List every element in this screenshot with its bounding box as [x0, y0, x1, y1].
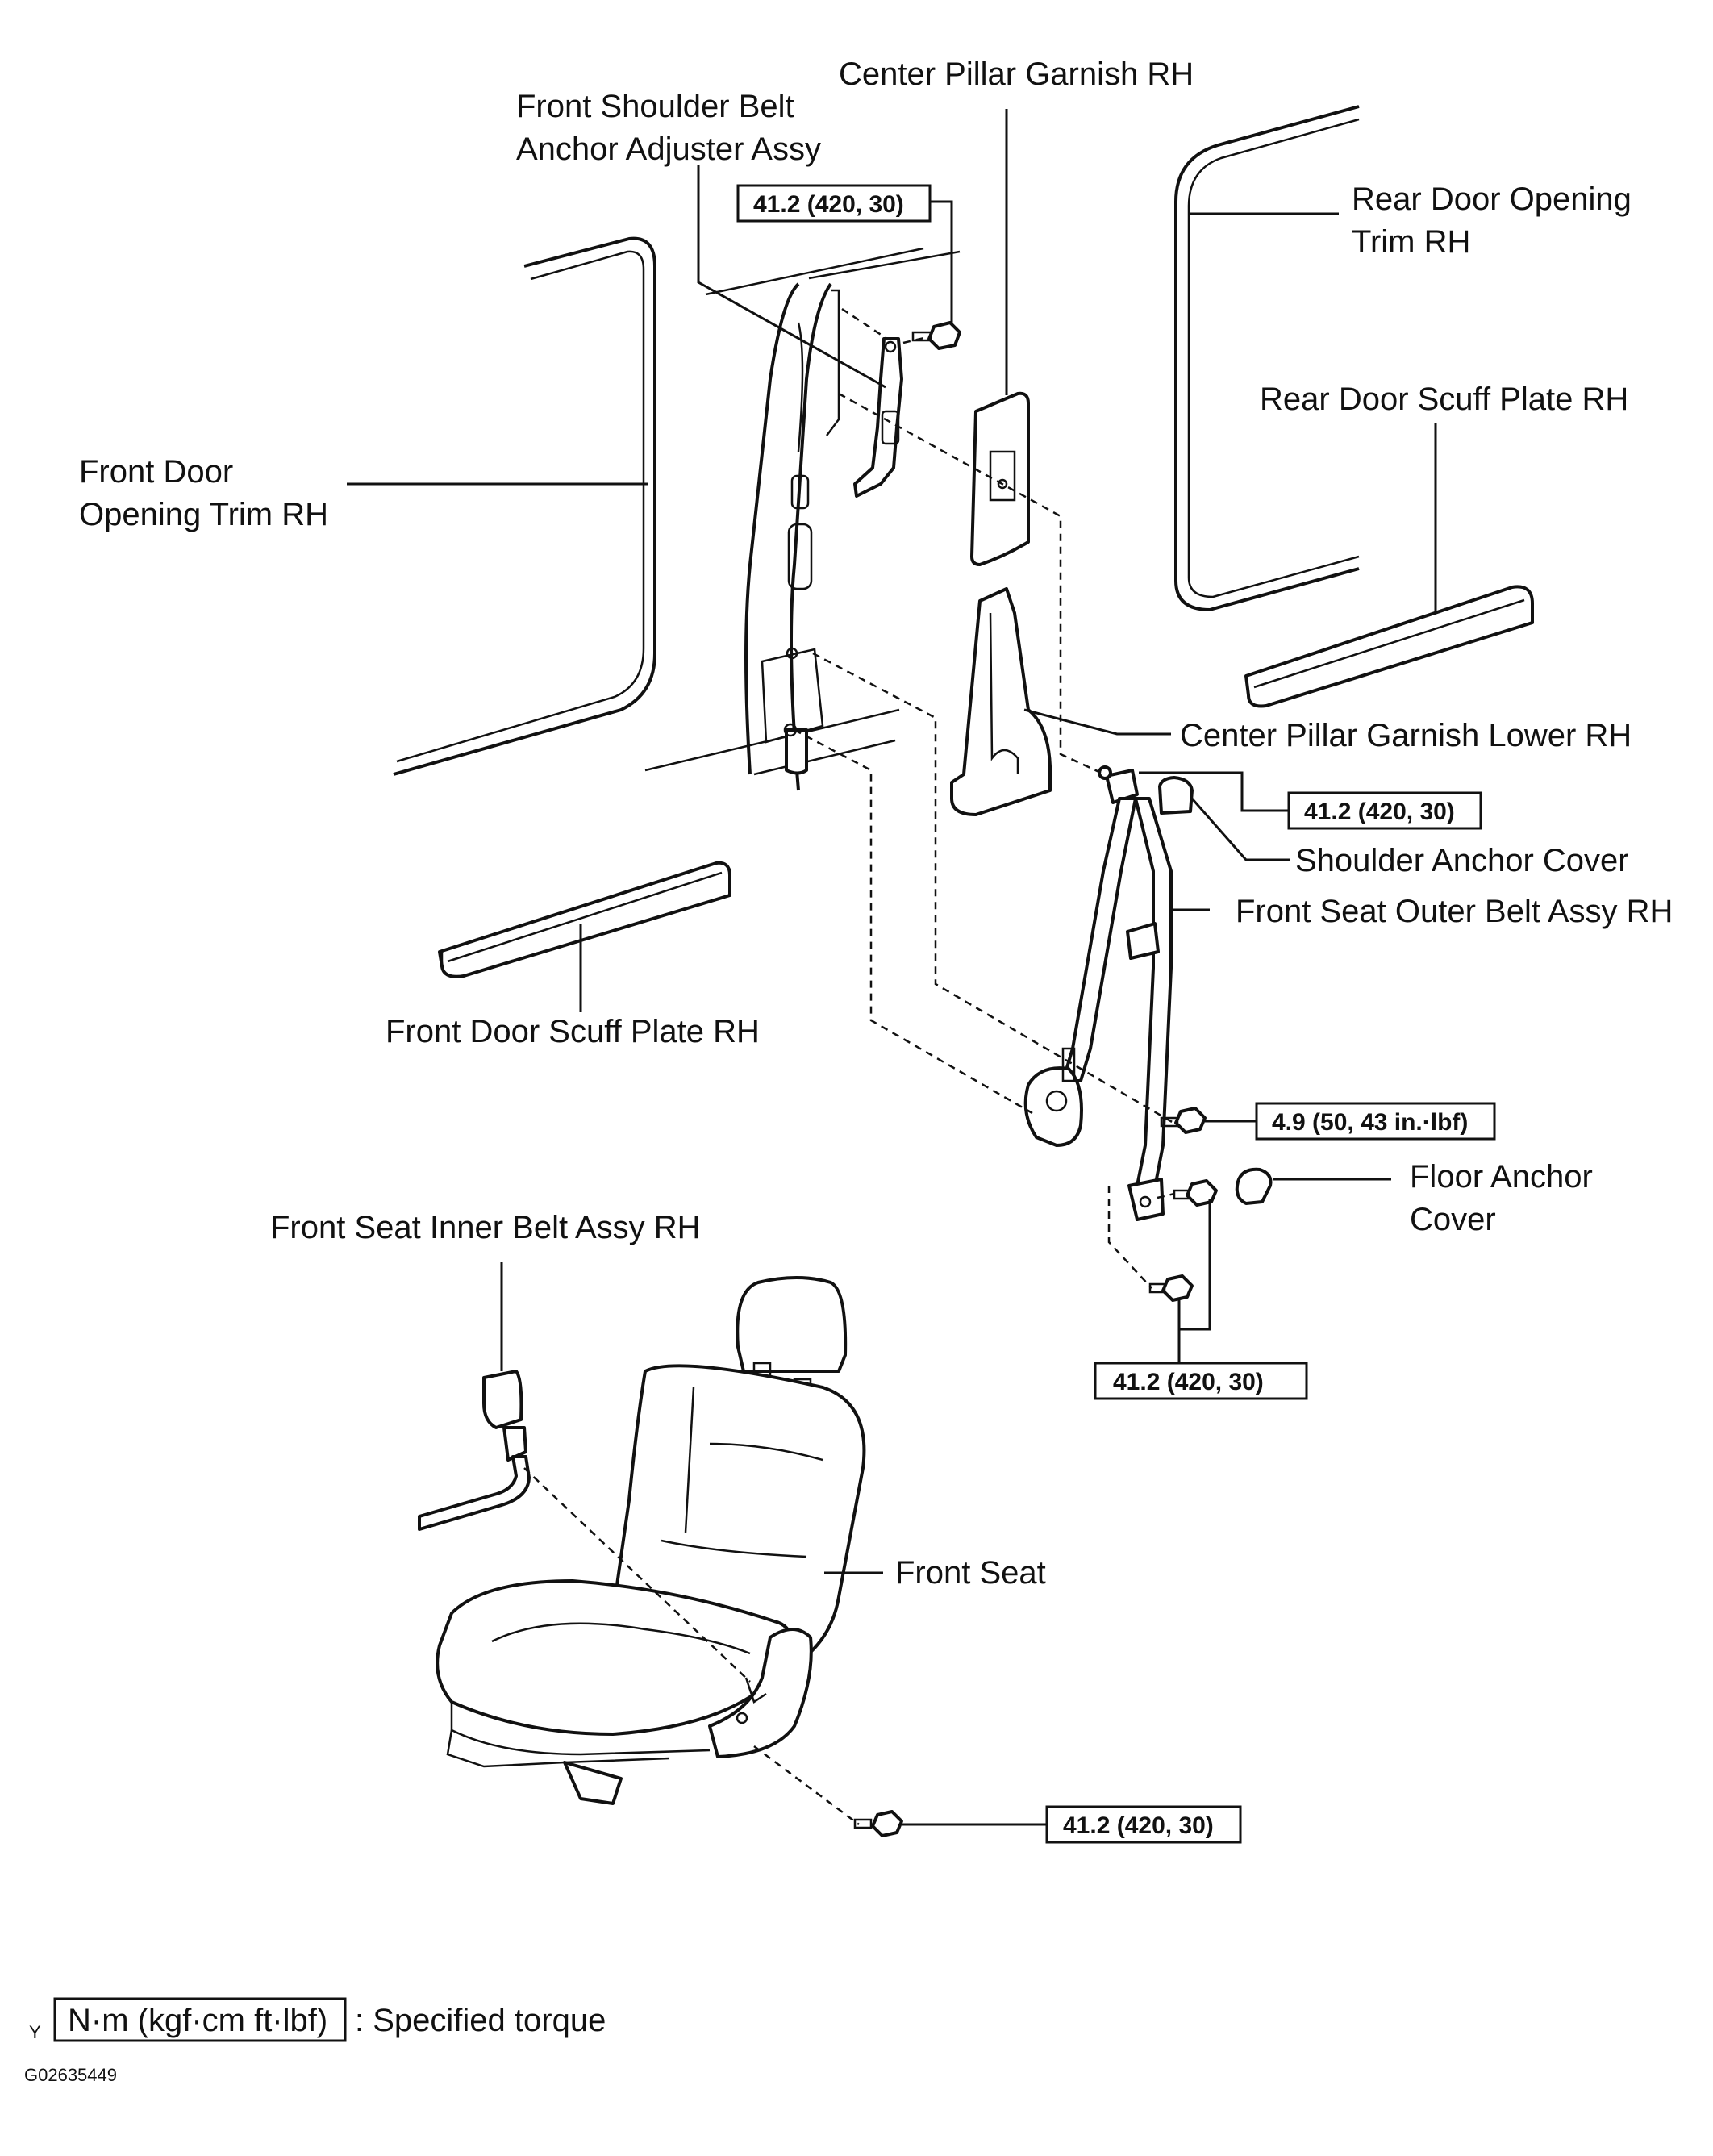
center-pillar-garnish-drawing: [970, 391, 1030, 566]
front-seat-outer-belt-drawing: [1023, 769, 1173, 1221]
label-front-seat-outer-belt: Front Seat Outer Belt Assy RH: [1236, 894, 1673, 929]
label-floor-anchor-cover-line1: Floor Anchor: [1410, 1159, 1593, 1195]
torque-value-adjuster: 41.2 (420, 30): [753, 191, 904, 218]
label-floor-anchor-cover-line2: Cover: [1410, 1202, 1496, 1237]
assembly-dashed-lines: [523, 307, 1175, 1826]
label-rear-door-scuff-plate: Rear Door Scuff Plate RH: [1260, 382, 1628, 417]
legend-description: : Specified torque: [355, 2003, 606, 2038]
label-front-seat: Front Seat: [895, 1555, 1046, 1591]
front-door-scuff-plate-drawing: [438, 861, 731, 978]
rear-door-scuff-plate-drawing: [1244, 585, 1534, 708]
label-center-pillar-garnish-lower: Center Pillar Garnish Lower RH: [1180, 718, 1632, 753]
figure-code: G02635449: [24, 2065, 117, 2085]
label-shoulder-anchor-cover: Shoulder Anchor Cover: [1295, 843, 1629, 878]
legend-marker: Y: [29, 2022, 41, 2042]
floor-anchor-cover-drawing: [1235, 1167, 1273, 1205]
label-rear-door-opening-line1: Rear Door Opening: [1352, 181, 1632, 217]
torque-spec-retractor: 4.9 (50, 43 in.·lbf): [1255, 1102, 1496, 1141]
label-front-shoulder-belt-line1: Front Shoulder Belt: [516, 89, 794, 124]
label-center-pillar-garnish: Center Pillar Garnish RH: [839, 56, 1194, 92]
torque-legend: Y N·m (kgf·cm ft·lbf) : Specified torque: [29, 1997, 606, 2042]
bolt-adjuster-drawing: [911, 321, 961, 350]
bolt-seat-drawing: [853, 1810, 903, 1837]
label-rear-door-opening-line2: Trim RH: [1352, 224, 1470, 260]
torque-value-seat: 41.2 (420, 30): [1063, 1812, 1214, 1839]
front-seat-drawing: [436, 1276, 866, 1805]
label-front-seat-inner-belt: Front Seat Inner Belt Assy RH: [270, 1210, 701, 1245]
leader-lines: [347, 109, 1437, 1826]
label-front-door-scuff-plate: Front Door Scuff Plate RH: [386, 1014, 760, 1049]
body-center-pillar-drawing: [644, 247, 961, 791]
shoulder-belt-adjuster-drawing: [853, 337, 903, 498]
label-front-shoulder-belt-line2: Anchor Adjuster Assy: [516, 131, 821, 167]
front-door-opening-trim-drawing: [393, 236, 656, 776]
bolt-shoulder-anchor-drawing: [1098, 765, 1112, 780]
shoulder-anchor-cover-drawing: [1158, 776, 1194, 815]
label-front-door-opening-line2: Opening Trim RH: [79, 497, 328, 532]
center-pillar-garnish-lower-drawing: [950, 587, 1052, 816]
torque-spec-shoulder-anchor: 41.2 (420, 30): [1287, 791, 1482, 830]
front-seat-inner-belt-drawing: [418, 1370, 531, 1531]
bolt-floor-anchor-2-drawing: [1148, 1274, 1194, 1302]
torque-spec-seat: 41.2 (420, 30): [1045, 1805, 1242, 1844]
bolt-retractor-drawing: [1160, 1107, 1207, 1134]
torque-value-floor-anchor: 41.2 (420, 30): [1113, 1369, 1264, 1395]
label-front-door-opening-line1: Front Door: [79, 454, 233, 490]
torque-value-shoulder-anchor: 41.2 (420, 30): [1304, 799, 1455, 825]
torque-spec-floor-anchor: 41.2 (420, 30): [1094, 1362, 1308, 1400]
rear-door-opening-trim-drawing: [1174, 105, 1360, 611]
legend-unit-box: N·m (kgf·cm ft·lbf): [68, 2003, 327, 2038]
torque-value-retractor: 4.9 (50, 43 in.·lbf): [1272, 1109, 1468, 1136]
torque-spec-adjuster: 41.2 (420, 30): [736, 184, 932, 223]
